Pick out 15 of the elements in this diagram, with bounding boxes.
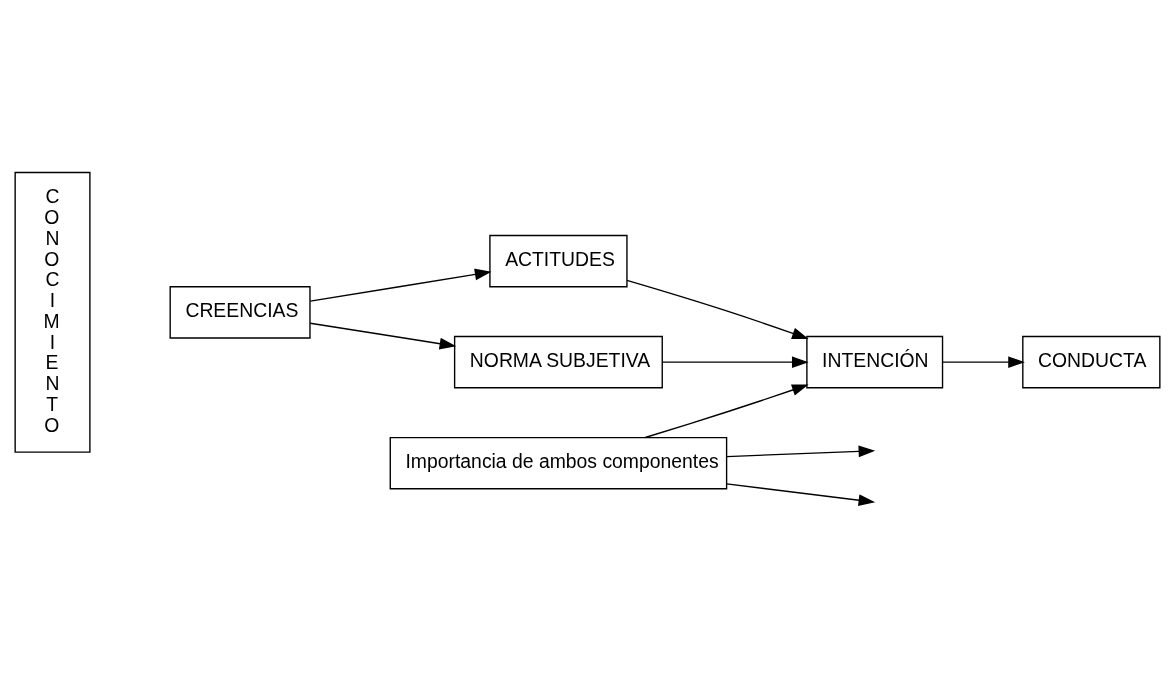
node-box: CONDUCTA	[1022, 335, 1161, 389]
arrow	[725, 483, 876, 506]
node-box: C O N O C I M I E N T O	[14, 171, 91, 453]
arrow	[644, 384, 809, 439]
node-box: ACTITUDES	[489, 234, 628, 288]
node-box: Importancia de ambos componentes	[389, 436, 728, 490]
node-box: NORMA SUBJETIVA	[453, 335, 663, 389]
arrow	[309, 268, 492, 302]
arrow	[661, 356, 809, 368]
arrow	[725, 445, 876, 458]
arrow	[626, 279, 809, 339]
node-box: INTENCIÓN	[806, 335, 944, 389]
arrow	[941, 356, 1025, 368]
arrow	[309, 322, 457, 350]
node-box: CREENCIAS	[169, 286, 311, 339]
